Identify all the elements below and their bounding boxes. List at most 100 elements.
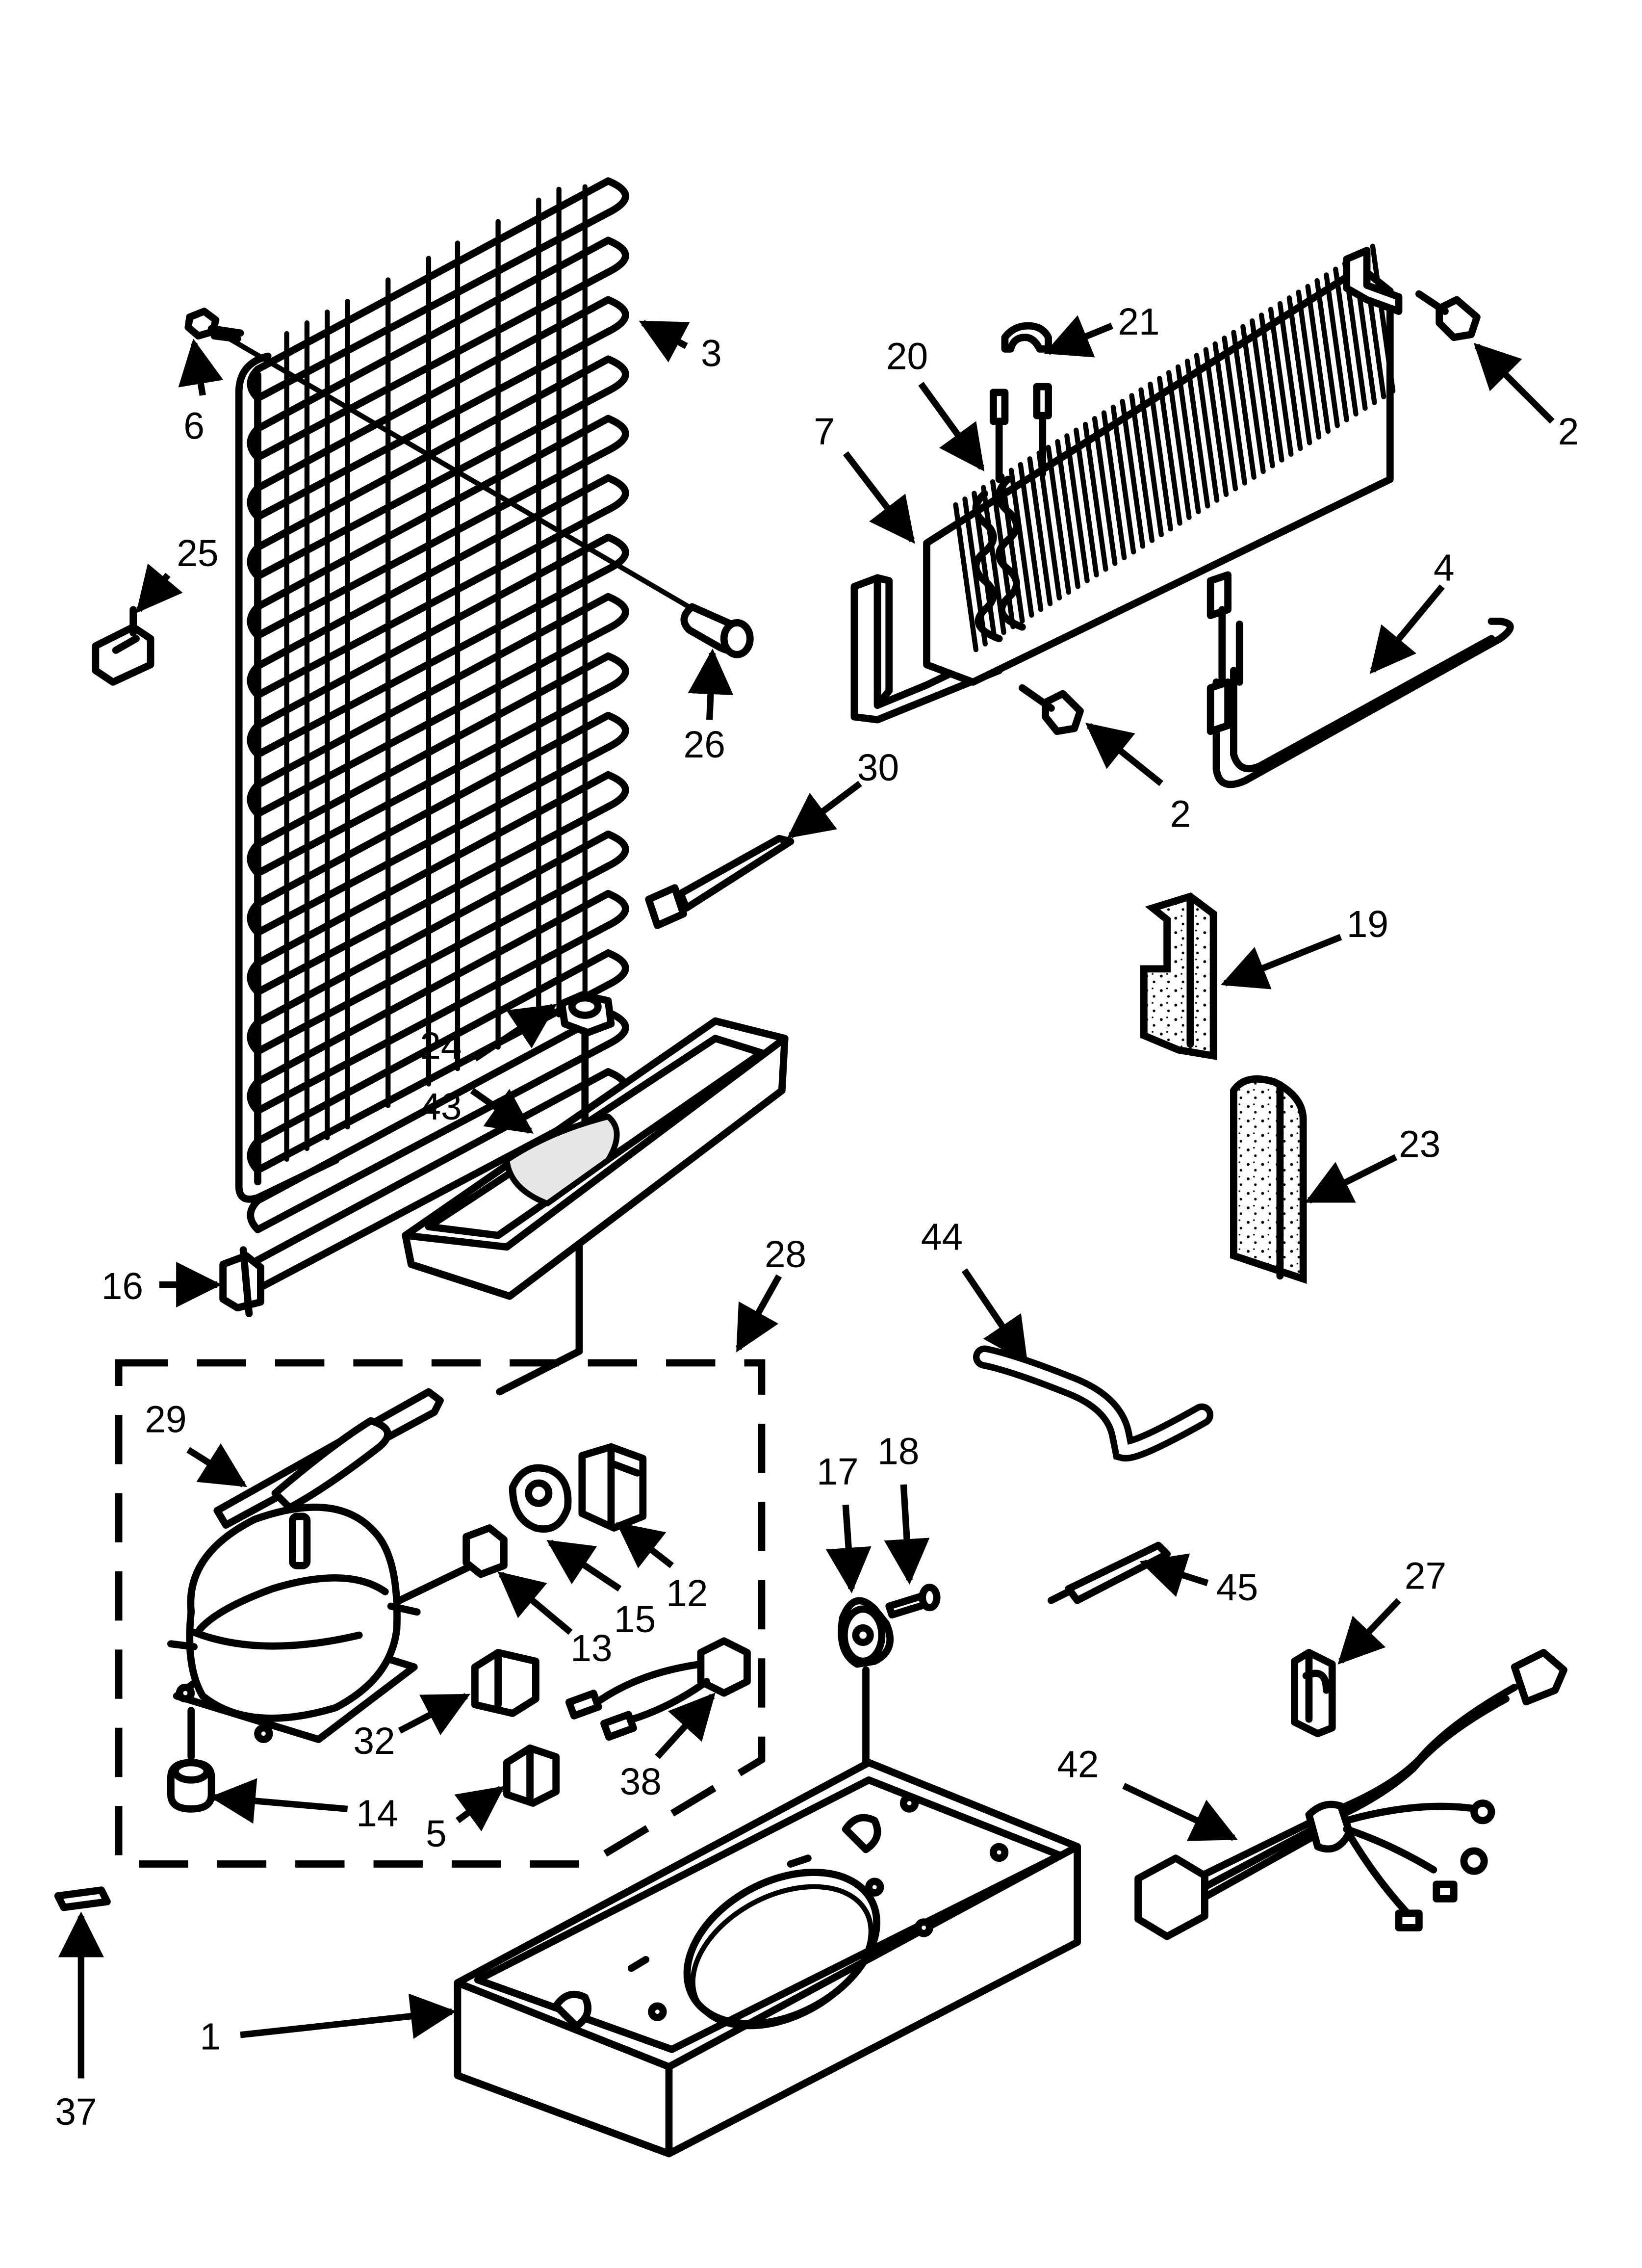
condenser-tube bbox=[254, 862, 612, 1055]
condenser-loop-right bbox=[604, 771, 629, 810]
condenser-tube bbox=[254, 684, 612, 877]
condenser-tube bbox=[254, 593, 612, 789]
callout-1: 1 bbox=[200, 2016, 221, 2058]
callout-43: 43 bbox=[420, 1086, 462, 1128]
evaporator-fin bbox=[1129, 393, 1155, 543]
callout-32: 32 bbox=[353, 1721, 395, 1762]
condenser-coil bbox=[235, 177, 629, 1293]
evaporator-fin bbox=[1082, 421, 1108, 572]
callout-29: 29 bbox=[145, 1399, 186, 1441]
roller-17 bbox=[838, 1597, 894, 1836]
condenser-tube bbox=[254, 387, 612, 580]
evaporator-fin bbox=[1074, 427, 1099, 578]
condenser-tube bbox=[254, 236, 612, 433]
callout-26: 26 bbox=[684, 724, 725, 766]
evaporator-fin bbox=[1194, 353, 1220, 503]
condenser-tube bbox=[254, 328, 612, 521]
condenser-tube bbox=[254, 565, 612, 758]
condenser-tube bbox=[254, 830, 612, 1026]
grommet-14 bbox=[167, 1707, 215, 1813]
evaporator-fin bbox=[1305, 284, 1331, 434]
capacitor-32 bbox=[471, 1649, 539, 1717]
condenser-tube bbox=[254, 209, 612, 402]
callout-21: 21 bbox=[1118, 301, 1159, 343]
screw-2-lower bbox=[1019, 684, 1084, 735]
callout-23: 23 bbox=[1399, 1124, 1440, 1166]
condenser-tube bbox=[254, 803, 612, 996]
condenser-loop-right bbox=[604, 415, 629, 454]
evaporator-fin bbox=[1268, 307, 1294, 457]
callout-37: 37 bbox=[55, 2091, 97, 2133]
condenser-tube bbox=[254, 711, 612, 908]
condenser-loop-right bbox=[604, 474, 629, 514]
callout-20: 20 bbox=[886, 336, 928, 378]
condenser-loop-right bbox=[604, 949, 629, 989]
condenser-tube bbox=[254, 921, 612, 1115]
callout-16: 16 bbox=[102, 1266, 143, 1307]
callout-14: 14 bbox=[356, 1793, 398, 1835]
evaporator-fin bbox=[1157, 376, 1182, 526]
callout-18: 18 bbox=[877, 1431, 919, 1473]
evaporator-fin bbox=[1212, 341, 1238, 492]
evaporator-fin bbox=[999, 473, 1025, 624]
evaporator bbox=[850, 243, 1403, 724]
evaporator-fin bbox=[1110, 404, 1136, 555]
condenser-tube bbox=[254, 415, 612, 611]
cover-12 bbox=[578, 1443, 647, 1532]
evaporator-fin bbox=[1314, 278, 1340, 428]
screw-6 bbox=[184, 308, 244, 343]
callout-2-lower: 2 bbox=[1170, 794, 1191, 835]
condenser-tube bbox=[254, 949, 612, 1145]
tube-45 bbox=[1048, 1541, 1171, 1604]
evaporator-fin bbox=[1277, 301, 1303, 451]
condenser-tube bbox=[254, 1068, 612, 1264]
condenser-tube bbox=[254, 268, 612, 462]
callout-38: 38 bbox=[620, 1761, 662, 1803]
callout-12: 12 bbox=[666, 1573, 708, 1615]
condenser-loop-right bbox=[604, 711, 629, 751]
insulation-19 bbox=[1140, 892, 1217, 1060]
evaporator-fin bbox=[1370, 243, 1396, 394]
part-5 bbox=[503, 1744, 560, 1807]
drain-pan-43 bbox=[402, 1017, 789, 1396]
callout-5: 5 bbox=[426, 1813, 447, 1855]
evaporator-fin bbox=[1240, 324, 1266, 474]
condenser-tube bbox=[254, 474, 612, 670]
evaporator-fin bbox=[1064, 433, 1090, 583]
condenser-tube bbox=[254, 355, 612, 551]
callout-6: 6 bbox=[183, 405, 205, 447]
evaporator-fin bbox=[990, 479, 1016, 629]
evaporator-fin bbox=[953, 502, 979, 652]
evaporator-fin bbox=[1286, 295, 1312, 445]
condenser-tube bbox=[254, 177, 612, 373]
bracket-27 bbox=[1291, 1649, 1336, 1738]
evaporator-fin bbox=[1296, 289, 1322, 440]
condenser-loop-right bbox=[604, 355, 629, 395]
evaporator-fin bbox=[1046, 444, 1072, 595]
cable-tie-30 bbox=[645, 834, 795, 929]
evaporator-fin bbox=[1027, 456, 1053, 606]
evaporator-fin bbox=[1203, 347, 1229, 497]
evaporator-fin bbox=[1138, 387, 1164, 538]
callout-19: 19 bbox=[1347, 904, 1388, 945]
evaporator-fin bbox=[1166, 370, 1192, 520]
condenser-tube bbox=[254, 652, 612, 848]
condenser-tube bbox=[254, 296, 612, 492]
condenser-tube bbox=[254, 890, 612, 1086]
evaporator-fin bbox=[1231, 330, 1257, 480]
callout-3: 3 bbox=[701, 333, 722, 375]
condenser-loop-right bbox=[604, 177, 629, 217]
callout-15: 15 bbox=[614, 1599, 656, 1641]
wire-harness-38 bbox=[565, 1637, 751, 1741]
clip-21 bbox=[1001, 322, 1052, 353]
condenser-loop-left bbox=[247, 1197, 261, 1233]
compressor bbox=[167, 1503, 482, 1743]
condenser-loop-right bbox=[604, 830, 629, 870]
callout-30: 30 bbox=[857, 747, 899, 789]
insulation-23 bbox=[1230, 1075, 1307, 1284]
callout-45: 45 bbox=[1216, 1567, 1258, 1609]
condenser-loop-right bbox=[604, 1009, 629, 1048]
evaporator-fin bbox=[1008, 468, 1034, 618]
evaporator-fin bbox=[1120, 398, 1146, 549]
